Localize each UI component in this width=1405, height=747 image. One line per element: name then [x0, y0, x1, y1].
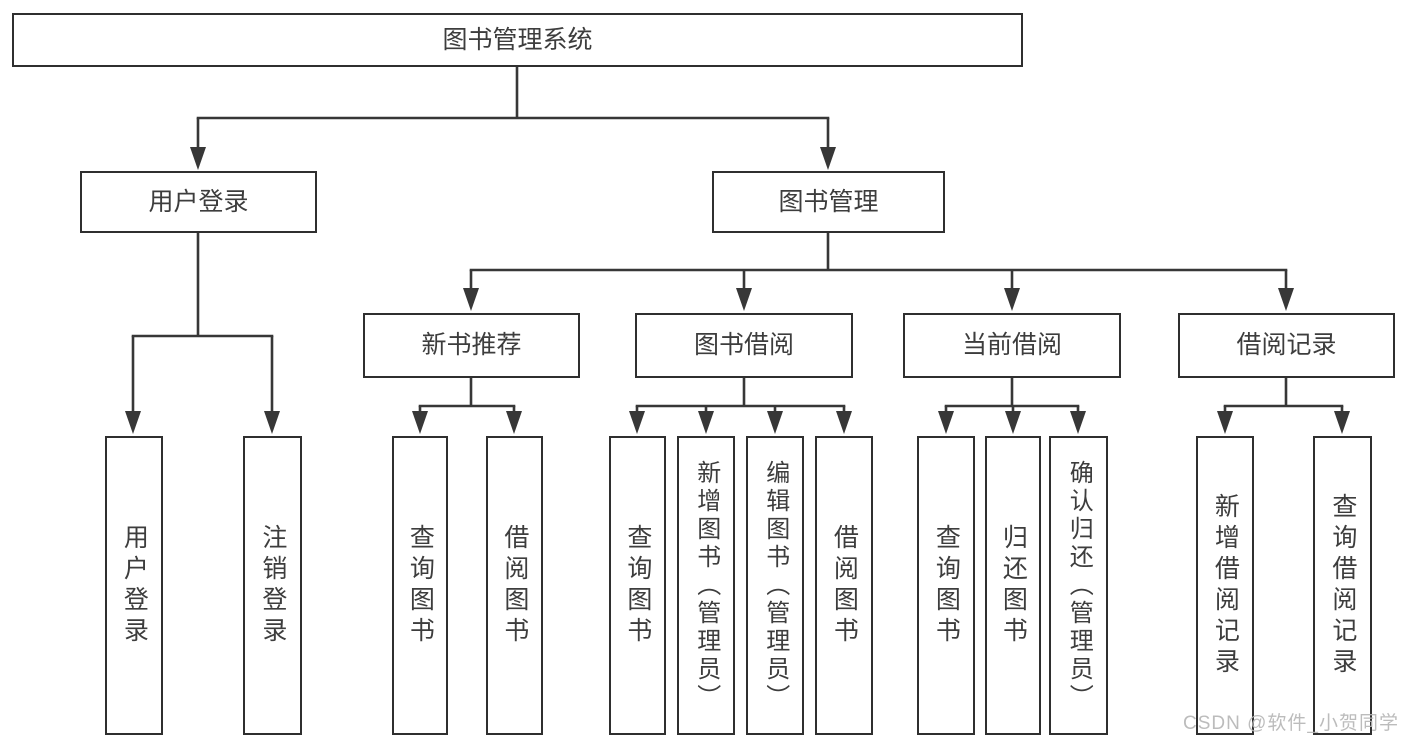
- node-edit-book-admin: 编辑图书（管理员）: [746, 436, 804, 735]
- node-book-management: 图书管理: [712, 171, 945, 233]
- node-query-books-borrow: 查询图书: [609, 436, 666, 735]
- node-current-borrow: 当前借阅: [903, 313, 1121, 378]
- node-user-login-leaf: 用户登录: [105, 436, 163, 735]
- node-new-book-recommend: 新书推荐: [363, 313, 580, 378]
- node-book-borrow: 图书借阅: [635, 313, 853, 378]
- node-add-book-admin: 新增图书（管理员）: [677, 436, 735, 735]
- node-confirm-return-admin: 确认归还（管理员）: [1049, 436, 1108, 735]
- watermark: CSDN @软件_小贺同学: [1183, 713, 1399, 734]
- node-add-borrow-record: 新增借阅记录: [1196, 436, 1254, 735]
- node-query-books-recommend: 查询图书: [392, 436, 448, 735]
- node-return-books: 归还图书: [985, 436, 1041, 735]
- node-borrow-records: 借阅记录: [1178, 313, 1395, 378]
- node-logout-leaf: 注销登录: [243, 436, 302, 735]
- node-user-login: 用户登录: [80, 171, 317, 233]
- node-borrow-books-recommend: 借阅图书: [486, 436, 543, 735]
- node-borrow-books-leaf: 借阅图书: [815, 436, 873, 735]
- node-library-system: 图书管理系统: [12, 13, 1023, 67]
- node-query-borrow-record: 查询借阅记录: [1313, 436, 1372, 735]
- node-query-books-current: 查询图书: [917, 436, 975, 735]
